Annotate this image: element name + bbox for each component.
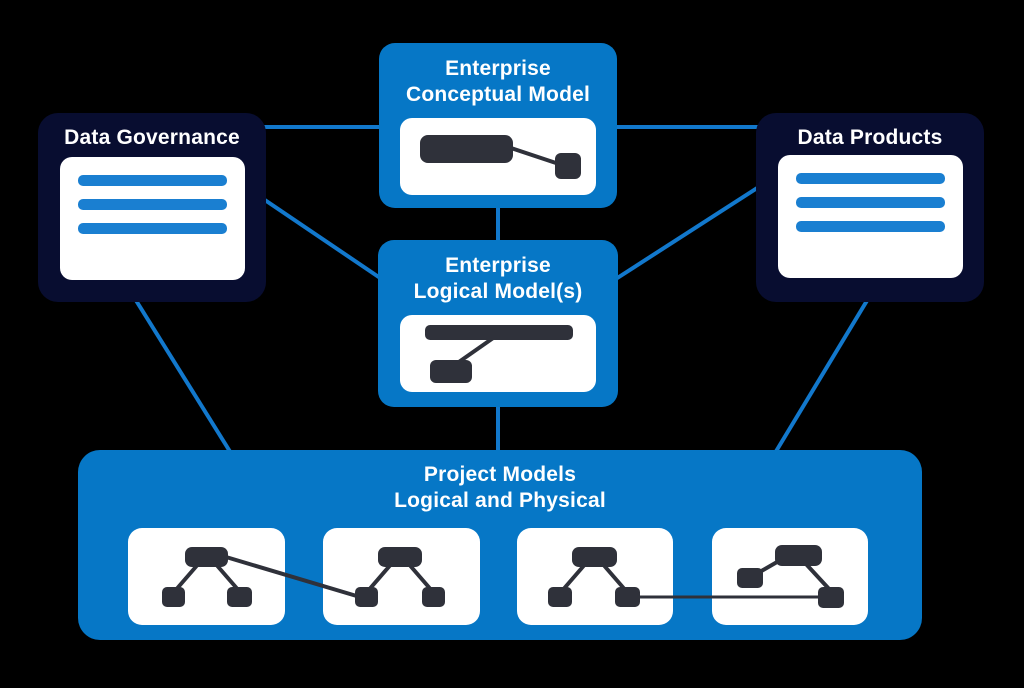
text-line-bar bbox=[78, 223, 227, 234]
title-line-1: Enterprise bbox=[445, 254, 551, 277]
edge-governance-logical bbox=[254, 192, 394, 288]
title-line-2: Logical and Physical bbox=[394, 489, 606, 512]
model-card bbox=[400, 315, 596, 392]
mini-model-card-4 bbox=[712, 528, 868, 625]
title-line-1: Enterprise bbox=[445, 57, 551, 80]
node-title: Data Governance bbox=[64, 126, 240, 149]
mini-model-card-1 bbox=[128, 528, 285, 625]
edge-products-project bbox=[770, 292, 873, 460]
cross-card-link-1-2 bbox=[224, 555, 362, 599]
title-line-2: Conceptual Model bbox=[405, 83, 591, 106]
node-data-products: Data Products bbox=[756, 113, 984, 302]
title-line-1: Project Models bbox=[423, 463, 577, 486]
document-card bbox=[60, 157, 245, 280]
title-line-2: Logical Model(s) bbox=[413, 280, 583, 303]
node-project-models: Project Models Logical and Physical bbox=[78, 450, 922, 640]
node-enterprise-logical-models: Enterprise Logical Model(s) bbox=[378, 240, 618, 407]
text-line-bar bbox=[796, 197, 945, 208]
text-line-bar bbox=[796, 221, 945, 232]
edge-governance-project bbox=[130, 292, 236, 460]
text-line-bar bbox=[78, 199, 227, 210]
model-tree-nodes bbox=[162, 545, 844, 608]
node-title: Enterprise Logical Model(s) bbox=[378, 240, 618, 305]
table-relationship-icon bbox=[425, 325, 573, 383]
project-model-cards bbox=[128, 528, 868, 625]
text-line-bar bbox=[796, 173, 945, 184]
node-title: Enterprise Conceptual Model bbox=[379, 43, 617, 108]
entity-relationship-icon bbox=[420, 135, 581, 179]
edge-logical-products bbox=[606, 179, 770, 286]
node-data-governance: Data Governance bbox=[38, 113, 266, 302]
model-card bbox=[400, 118, 596, 195]
node-title: Data Products bbox=[797, 126, 943, 149]
node-enterprise-conceptual-model: Enterprise Conceptual Model bbox=[379, 43, 617, 208]
text-line-bar bbox=[78, 175, 227, 186]
node-title: Project Models Logical and Physical bbox=[78, 450, 922, 514]
mini-model-card-3 bbox=[517, 528, 673, 625]
mini-model-card-2 bbox=[323, 528, 480, 625]
document-card bbox=[778, 155, 963, 278]
